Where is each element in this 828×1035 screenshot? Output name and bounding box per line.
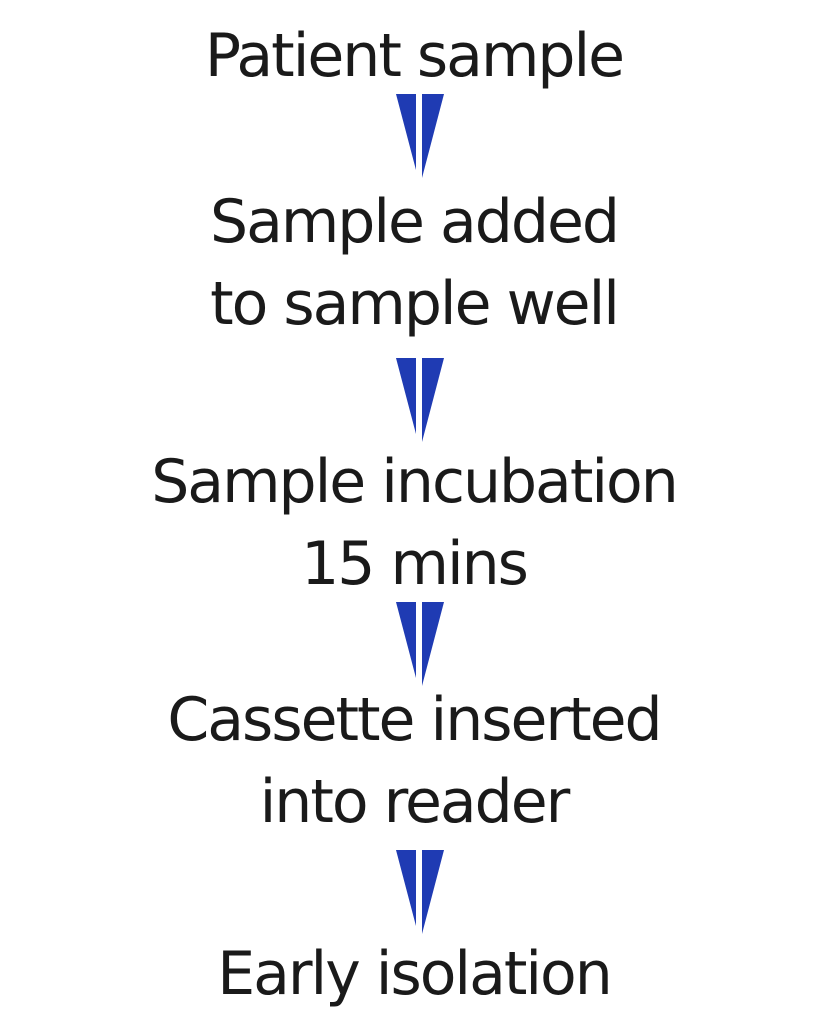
step-sample-added: Sample added to sample well (0, 181, 828, 345)
down-arrow-icon (392, 358, 448, 442)
step-label: Sample added (210, 187, 620, 257)
step-label: Patient sample (204, 21, 625, 91)
step-label: Early isolation (217, 939, 613, 1009)
step-label: Cassette inserted (167, 685, 662, 755)
step-cassette-inserted: Cassette inserted into reader (0, 679, 828, 843)
step-patient-sample: Patient sample (0, 15, 828, 97)
down-arrow-icon (392, 850, 448, 934)
down-arrow-icon (392, 602, 448, 686)
step-sample-incubation: Sample incubation 15 mins (0, 441, 828, 605)
step-label: to sample well (210, 269, 620, 339)
step-label: Sample incubation (151, 447, 679, 517)
step-label: into reader (259, 767, 571, 837)
down-arrow-icon (392, 94, 448, 178)
step-early-isolation: Early isolation (0, 933, 828, 1015)
step-label: 15 mins (301, 529, 529, 599)
